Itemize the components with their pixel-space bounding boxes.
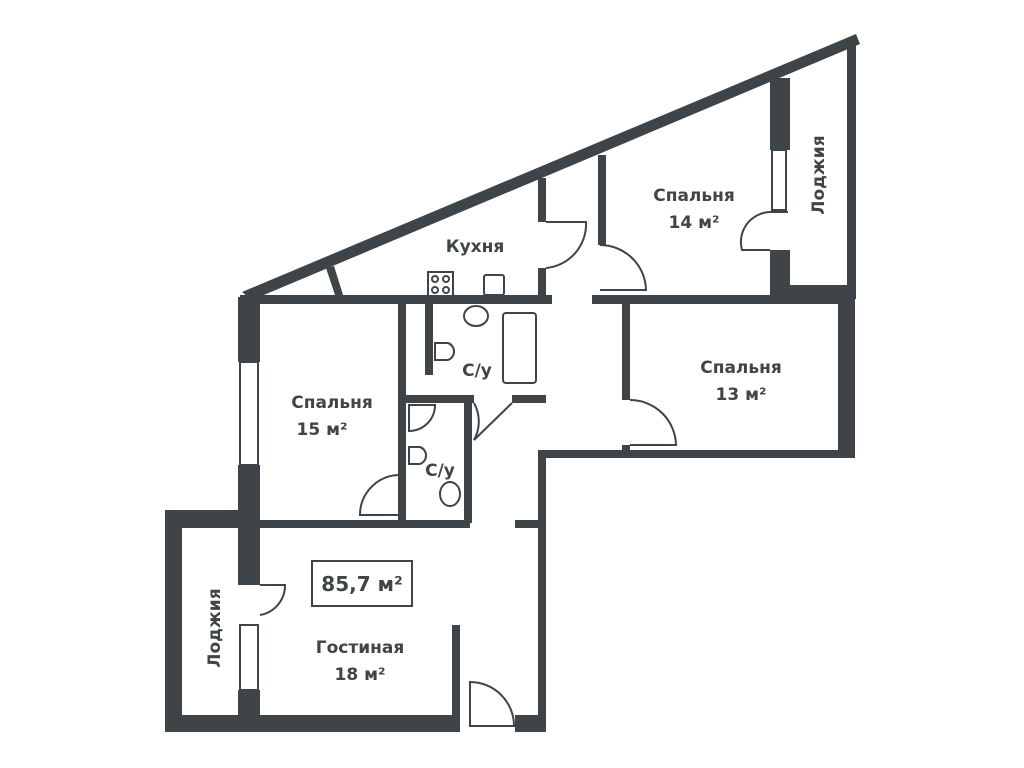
wall [452,625,460,720]
wall [425,303,433,375]
wall [540,450,855,458]
wall [512,395,546,403]
door-entrance [469,680,516,727]
wall [240,295,552,304]
shower-icon [408,404,437,433]
wall [238,297,260,362]
walls [165,34,860,732]
stove-icon [427,271,454,297]
wall [770,78,790,150]
wall [538,450,546,732]
total-area: 85,7 м² [321,572,402,596]
loggia-right-wall [847,40,856,295]
door-bathroom-2 [358,474,399,516]
wall [464,403,472,523]
door-bathroom [473,402,513,441]
door-loggia [739,211,788,251]
room-name: Спальня [653,186,735,206]
room-name: Спальня [291,393,373,413]
wall [538,268,546,300]
room-labels: Кухня Спальня 14 м² Лоджия Спальня 13 м²… [205,135,829,685]
toilet-icon [408,446,427,465]
fixtures [408,271,537,507]
window [839,341,854,421]
doors [259,211,788,727]
door-kitchen [545,221,588,269]
wall [546,296,552,304]
room-name: Кухня [446,237,505,257]
room-name: Спальня [700,358,782,378]
badge-frame [311,560,413,607]
room-name: С/у [462,361,492,381]
wall [398,403,406,523]
burner [431,286,439,294]
burner [431,275,439,283]
room-area: 15 м² [297,420,348,440]
room-area: 14 м² [669,213,720,233]
toilet-icon [434,342,455,361]
room-name: Гостиная [316,638,405,658]
wall [165,510,240,528]
wall [598,155,606,245]
wall [592,295,852,304]
wall [838,295,855,458]
window [239,361,259,466]
wall [398,395,474,403]
wall [238,465,260,585]
wall [326,266,344,298]
door-bedroom-14 [599,244,648,291]
washbasin-icon [463,305,489,327]
wall [165,510,182,732]
door-bedroom-13 [629,399,678,446]
room-name: С/у [425,461,455,481]
wall [165,715,460,732]
diagonal-outer-wall [242,34,860,300]
washbasin-icon [439,481,461,507]
wall [515,715,546,732]
room-name: Лоджия [205,588,225,667]
window [239,624,259,691]
wall [622,303,630,400]
wall [398,303,406,395]
burner [442,286,450,294]
wall [538,178,546,222]
windows [239,149,854,691]
room-area: 18 м² [335,665,386,685]
door-living-loggia [259,584,287,616]
burner [442,275,450,283]
wall [260,520,470,528]
sink-icon [483,274,505,296]
total-area-badge: 85,7 м² [311,560,413,607]
room-area: 13 м² [716,385,767,405]
room-name: Лоджия [809,135,829,214]
wall [515,520,543,528]
window [771,149,787,211]
bathtub-icon [502,312,537,384]
wall [770,250,790,295]
